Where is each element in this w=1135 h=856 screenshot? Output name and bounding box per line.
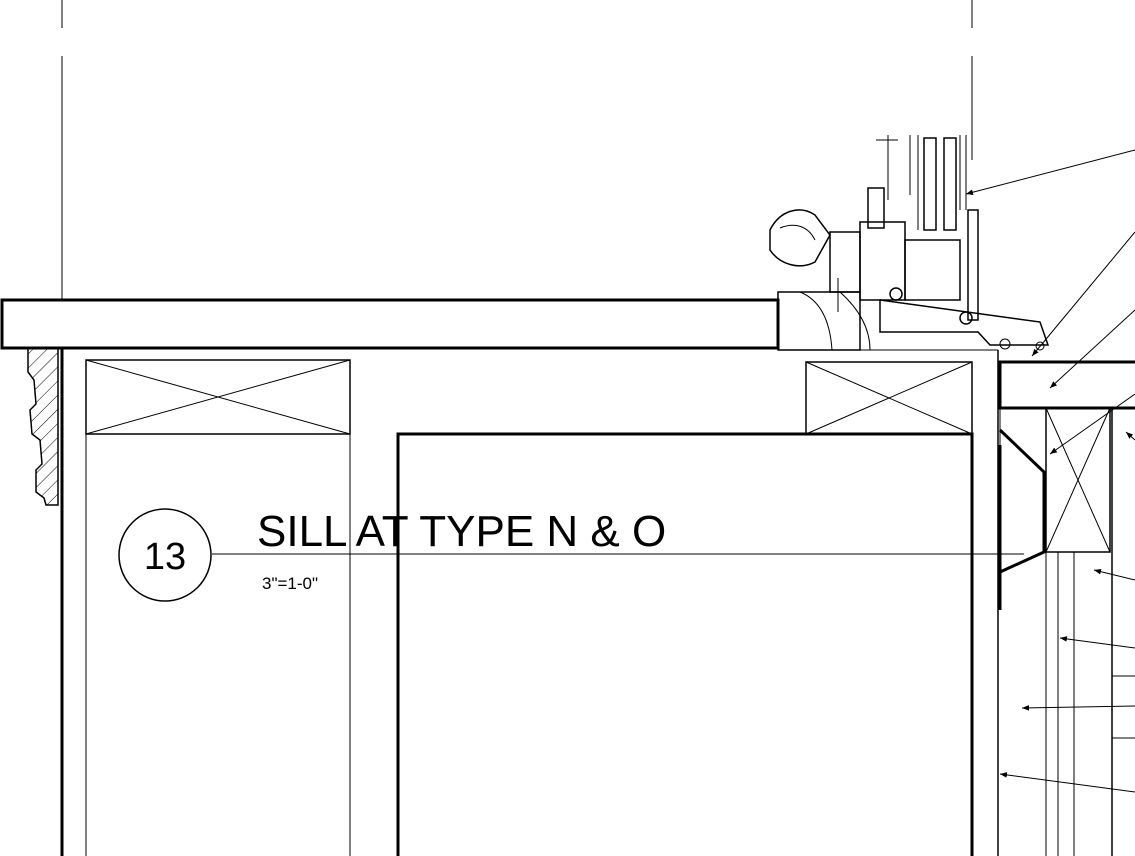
exterior-layers xyxy=(997,350,1135,856)
sill-board xyxy=(0,298,780,350)
apron-molding xyxy=(27,347,64,856)
left-blocking xyxy=(85,359,351,856)
detail-number-bubble xyxy=(118,508,212,602)
wall-lines xyxy=(61,0,998,351)
rough-framing xyxy=(396,432,974,856)
window-unit xyxy=(769,135,1050,351)
detail-scale: 3"=1-0" xyxy=(262,574,318,593)
detail-title: SILL AT TYPE N & O xyxy=(257,507,666,556)
right-blocking xyxy=(805,361,973,435)
detail-number: 13 xyxy=(144,536,186,578)
leader-arrows xyxy=(965,149,1135,793)
detail-callout: 13 SILL AT TYPE N & O 3"=1-0" xyxy=(118,507,1024,602)
